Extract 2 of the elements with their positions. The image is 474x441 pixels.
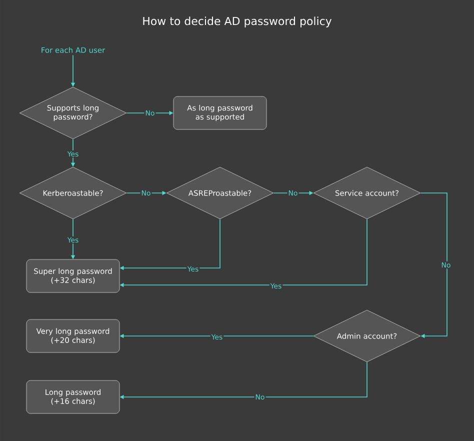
title: How to decide AD password policy — [143, 16, 332, 28]
arrow — [420, 192, 448, 338]
